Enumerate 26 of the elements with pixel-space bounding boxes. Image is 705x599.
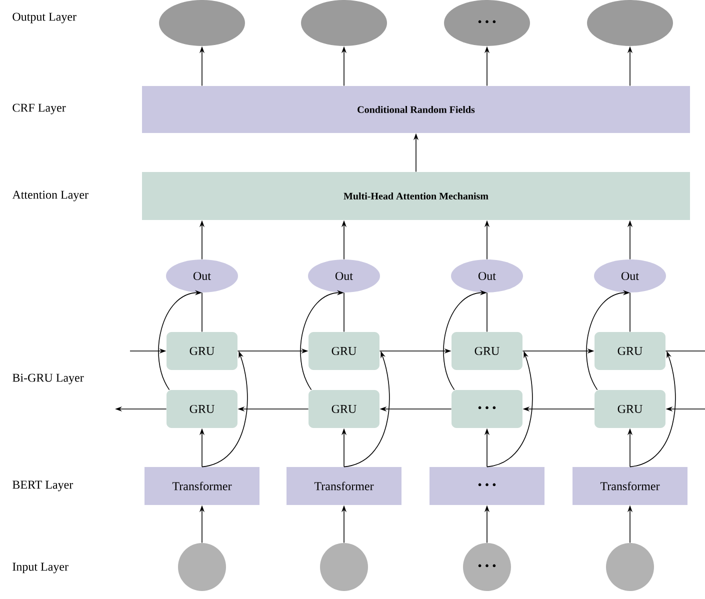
transformer-box: Transformer	[572, 467, 688, 505]
transformer-box: Transformer	[286, 467, 402, 505]
layer-label: Bi-GRU Layer	[12, 374, 84, 384]
transformer-box: Transformer	[144, 467, 260, 505]
gru-box: • • •	[452, 390, 522, 428]
attention-box: Multi-Head Attention Mechanism	[142, 172, 690, 220]
input-circle	[320, 543, 368, 591]
layer-label: Output Layer	[12, 12, 76, 24]
gru-box: GRU	[594, 332, 666, 370]
gru-box: GRU	[308, 332, 380, 370]
output-ellipse	[159, 0, 245, 46]
output-ellipse	[587, 0, 673, 46]
gru-box: GRU	[166, 332, 238, 370]
layer-label: Attention Layer	[12, 190, 88, 202]
output-ellipse	[301, 0, 387, 46]
layer-label: BERT Layer	[12, 480, 74, 492]
input-circle	[178, 543, 226, 591]
input-circle	[606, 543, 654, 591]
transformer-box: • • •	[430, 467, 544, 505]
layer-label: Input Layer	[12, 562, 68, 574]
gru-box: GRU	[452, 332, 522, 370]
gru-box: GRU	[166, 390, 238, 428]
crf-box: Conditional Random Fields	[142, 86, 690, 133]
layer-label: CRF Layer	[12, 104, 66, 114]
gru-box: GRU	[308, 390, 380, 428]
gru-box: GRU	[594, 390, 666, 428]
